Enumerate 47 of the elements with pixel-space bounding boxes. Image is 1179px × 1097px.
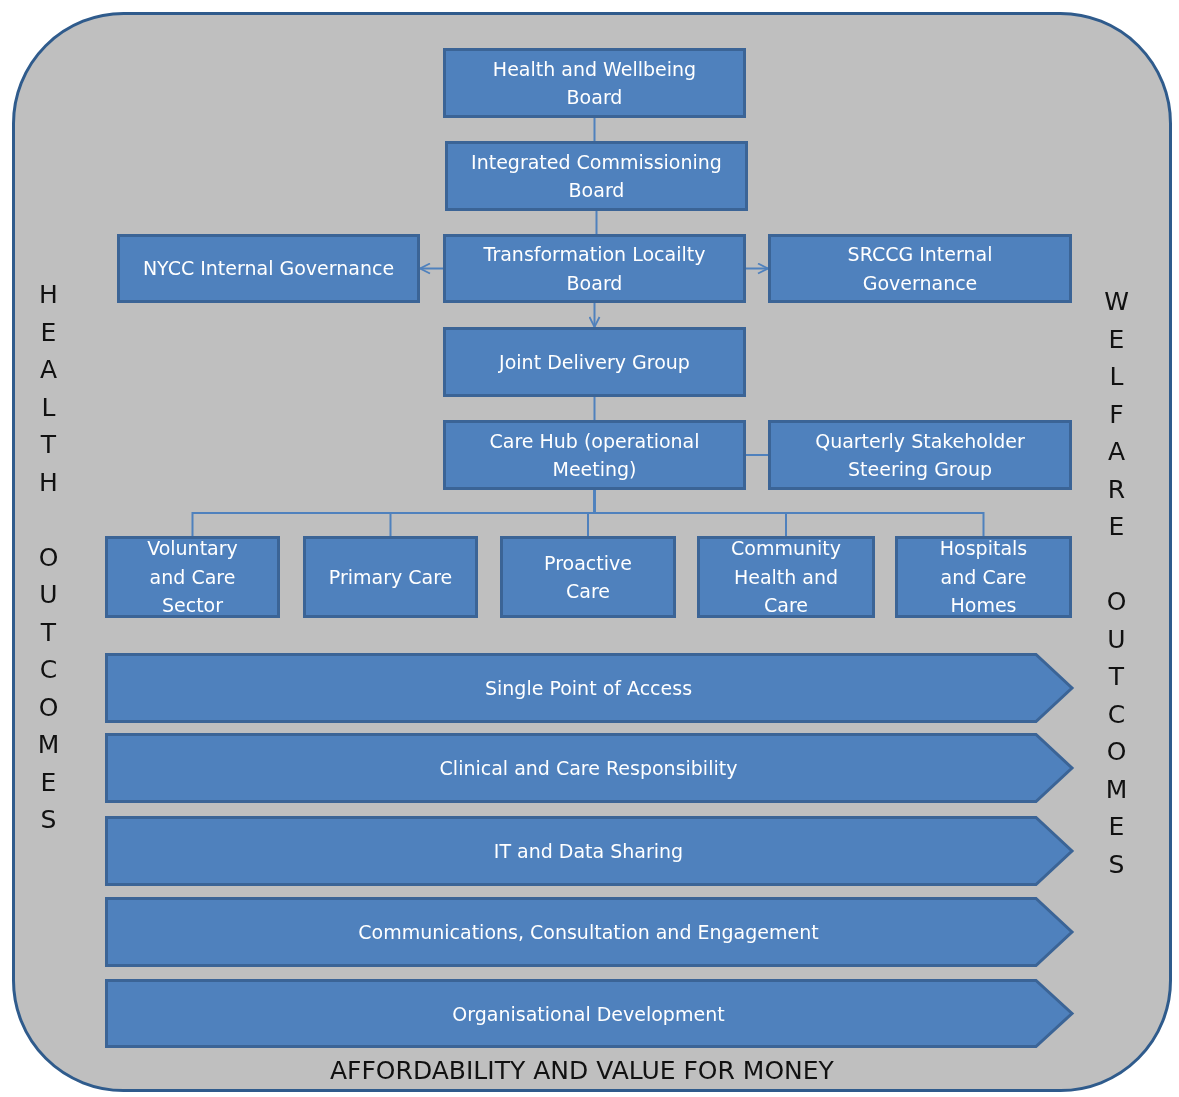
side-label: WELFARE OUTCOMES [1104,286,1129,881]
side-label: AFFORDABILITY AND VALUE FOR MONEY [330,1057,834,1085]
box-label: Hospitals and Care Homes [938,536,1029,619]
box-label: Single Point of Access [484,677,693,699]
box-label: Quarterly Stakeholder Steering Group [814,428,1026,482]
process-box [895,536,1072,618]
box-label: Communications, Consultation and Engagement [358,921,819,943]
box-label: Primary Care [327,564,454,590]
rounded-panel [12,12,1172,1092]
process-box [443,327,746,397]
box-label: Health and Wellbeing Board [491,56,698,110]
box-label: NYCC Internal Governance [141,256,396,282]
chevron-band [105,979,1072,1048]
process-box [768,234,1072,303]
arrow [419,262,444,275]
connector-line [745,454,769,456]
process-box [443,234,746,303]
connector-line [593,396,596,421]
connector-line [593,117,596,142]
box-label: SRCCG Internal Governance [846,242,994,296]
box-label: Integrated Commissioning Board [470,149,723,203]
process-box [697,536,875,618]
process-box [303,536,478,618]
chevron-band [105,816,1072,886]
process-box [500,536,676,618]
process-box [768,420,1072,490]
chevron-band [105,897,1072,967]
box-label: Community Health and Care [730,536,842,619]
box-label: IT and Data Sharing [493,840,684,862]
process-box [105,536,280,618]
box-label: Organisational Development [452,1002,725,1025]
connector-line [595,210,598,235]
box-label: Proactive Care [543,550,633,604]
chevron-band [105,733,1072,803]
process-box [443,48,746,118]
side-label: HEALTH OUTCOMES [36,279,61,836]
box-label: Care Hub (operational Meeting) [488,428,701,482]
box-label: Joint Delivery Group [497,349,691,375]
box-label: Clinical and Care Responsibility [439,757,738,779]
arrow [588,302,601,328]
chevron-band [105,653,1072,723]
process-box [445,141,748,211]
arrow [745,262,769,275]
box-label: Transformation Locailty Board [482,242,707,296]
process-box [443,420,746,490]
box-label: Voluntary and Care Sector [146,536,239,619]
process-box [117,234,420,303]
